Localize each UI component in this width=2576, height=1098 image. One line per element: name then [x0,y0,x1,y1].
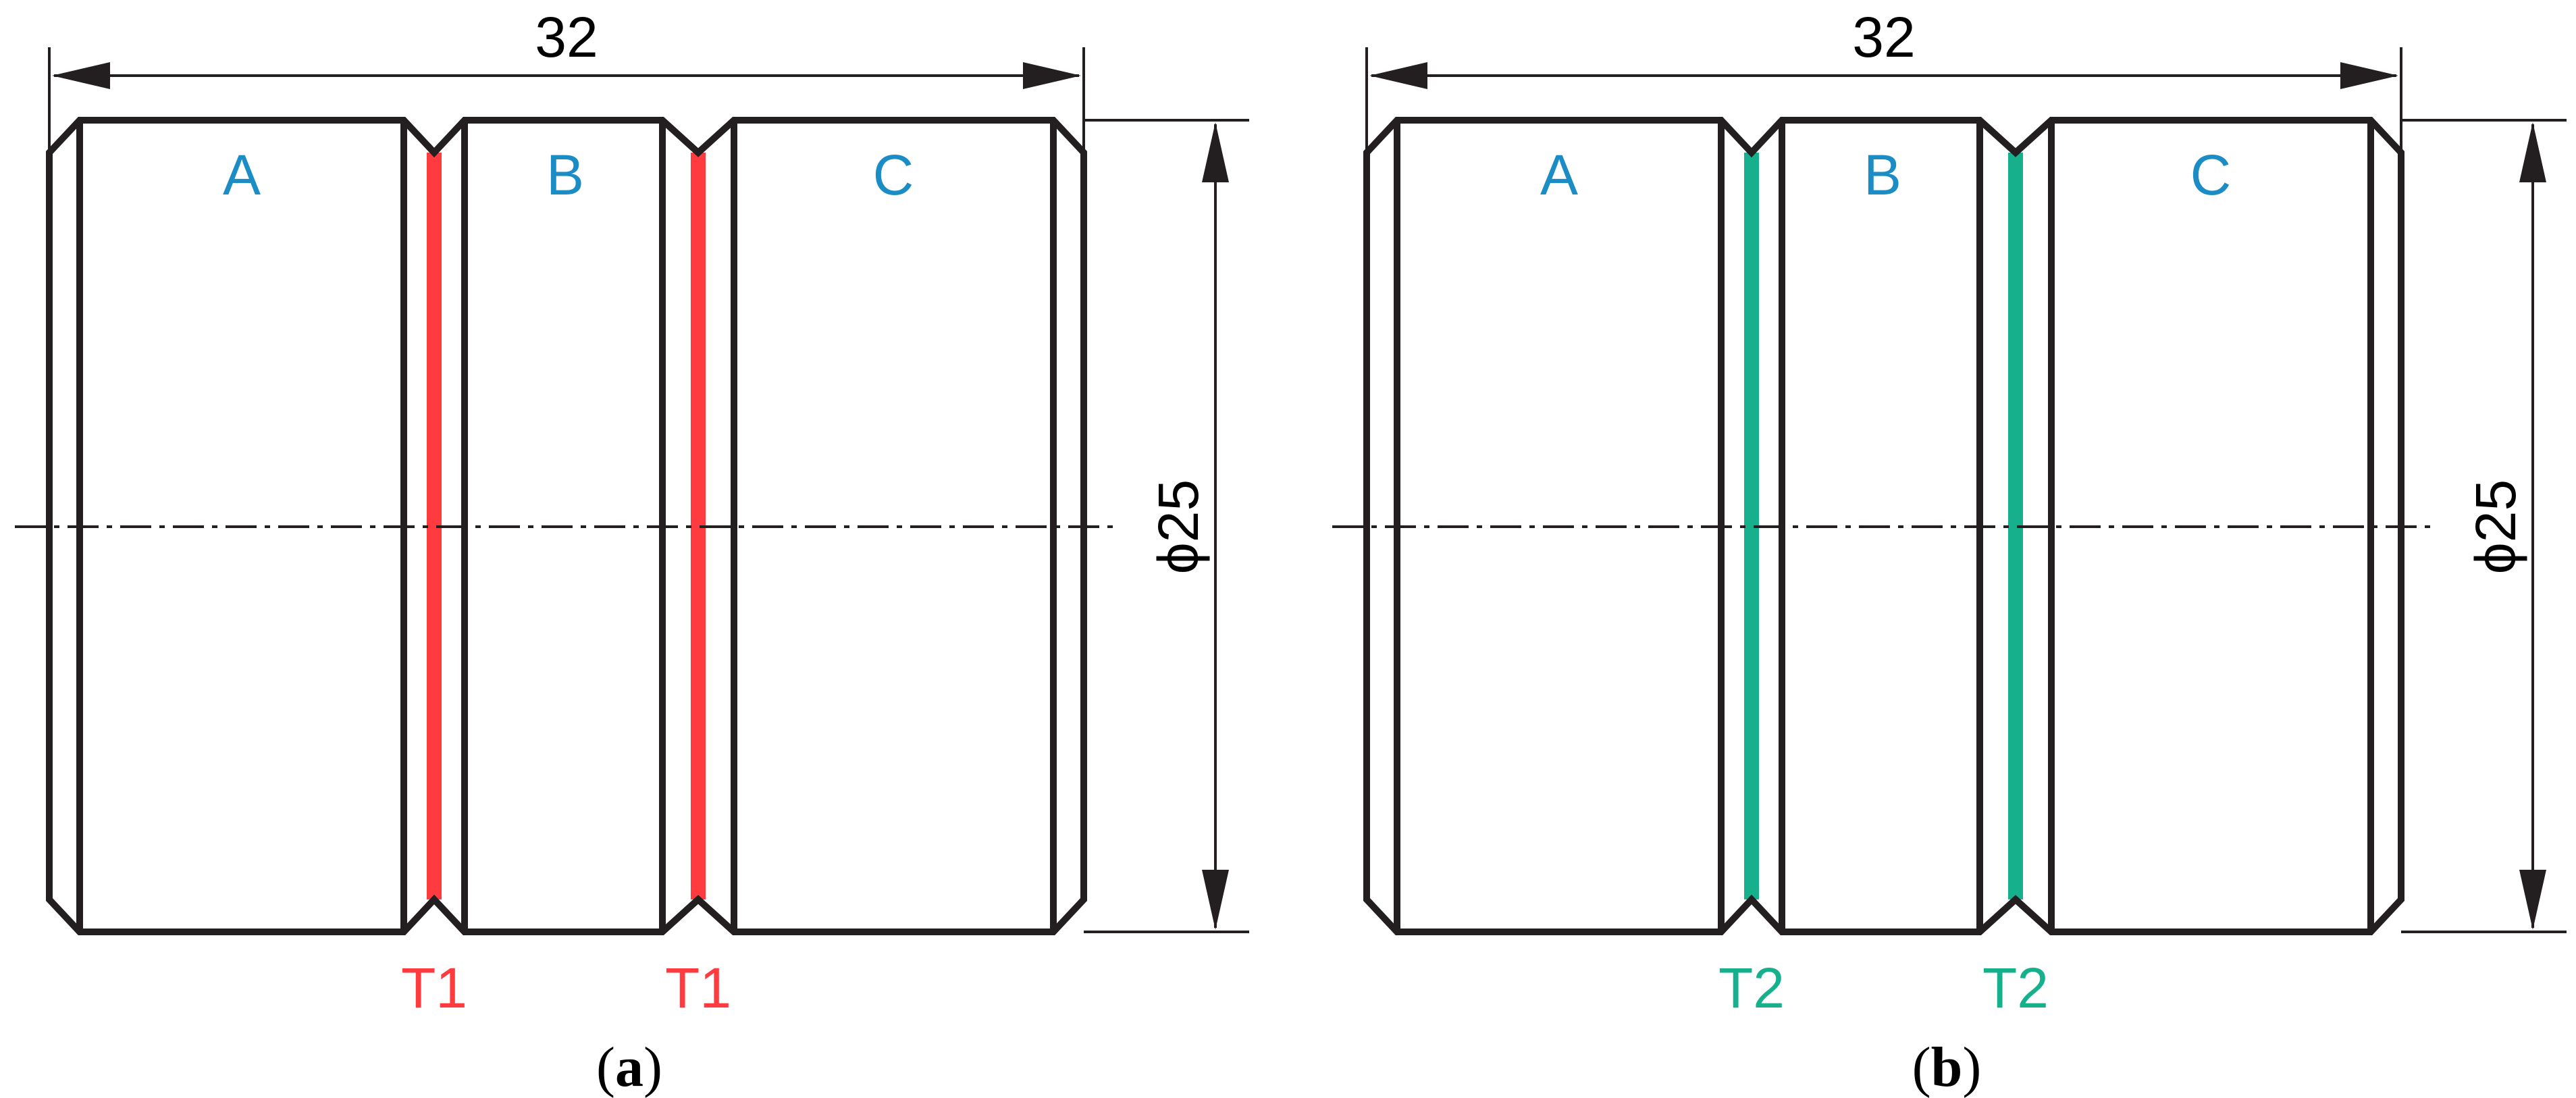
length-arrow-a-left [52,62,110,89]
length-label-b: 32 [1852,5,1915,69]
seam-band-a-1 [427,153,442,899]
caption-a: (a) [596,1036,662,1098]
seam-label-b-2: T2 [1982,956,2049,1020]
diameter-arrow-b-top [2519,122,2546,182]
section-label-b-C: C [2190,143,2232,207]
seam-label-b-1: T2 [1718,956,1785,1020]
length-label-a: 32 [535,5,598,69]
section-label-b-B: B [1864,143,1901,207]
caption-a-letter: a [615,1036,643,1098]
seam-label-a-2: T1 [665,956,731,1020]
seam-band-a-2 [691,153,706,899]
diameter-label-a: ϕ25 [1147,479,1210,574]
diameter-arrow-a-bottom [1202,870,1229,930]
seam-band-b-2 [2008,153,2023,899]
length-arrow-a-right [1023,62,1081,89]
panel-a: 32 ϕ25 A B C T1 T1 (a) [15,5,1249,1098]
section-label-a-B: B [546,143,584,207]
seam-label-a-1: T1 [401,956,467,1020]
caption-b-close: ) [1962,1036,1981,1098]
panel-b: 32 ϕ25 A B C T2 T2 (b) [1332,5,2567,1098]
caption-b-open: ( [1912,1036,1931,1098]
section-label-b-A: A [1540,143,1578,207]
caption-a-open: ( [596,1036,615,1098]
section-label-a-C: C [873,143,914,207]
caption-b: (b) [1912,1036,1982,1098]
diameter-arrow-b-bottom [2519,870,2546,930]
length-arrow-b-right [2340,62,2398,89]
seam-band-b-1 [1744,153,1759,899]
diameter-label-b: ϕ25 [2464,479,2527,574]
section-label-a-A: A [223,143,261,207]
length-arrow-b-left [1369,62,1427,89]
caption-b-letter: b [1931,1036,1963,1098]
diameter-arrow-a-top [1202,122,1229,182]
caption-a-close: ) [643,1036,662,1098]
